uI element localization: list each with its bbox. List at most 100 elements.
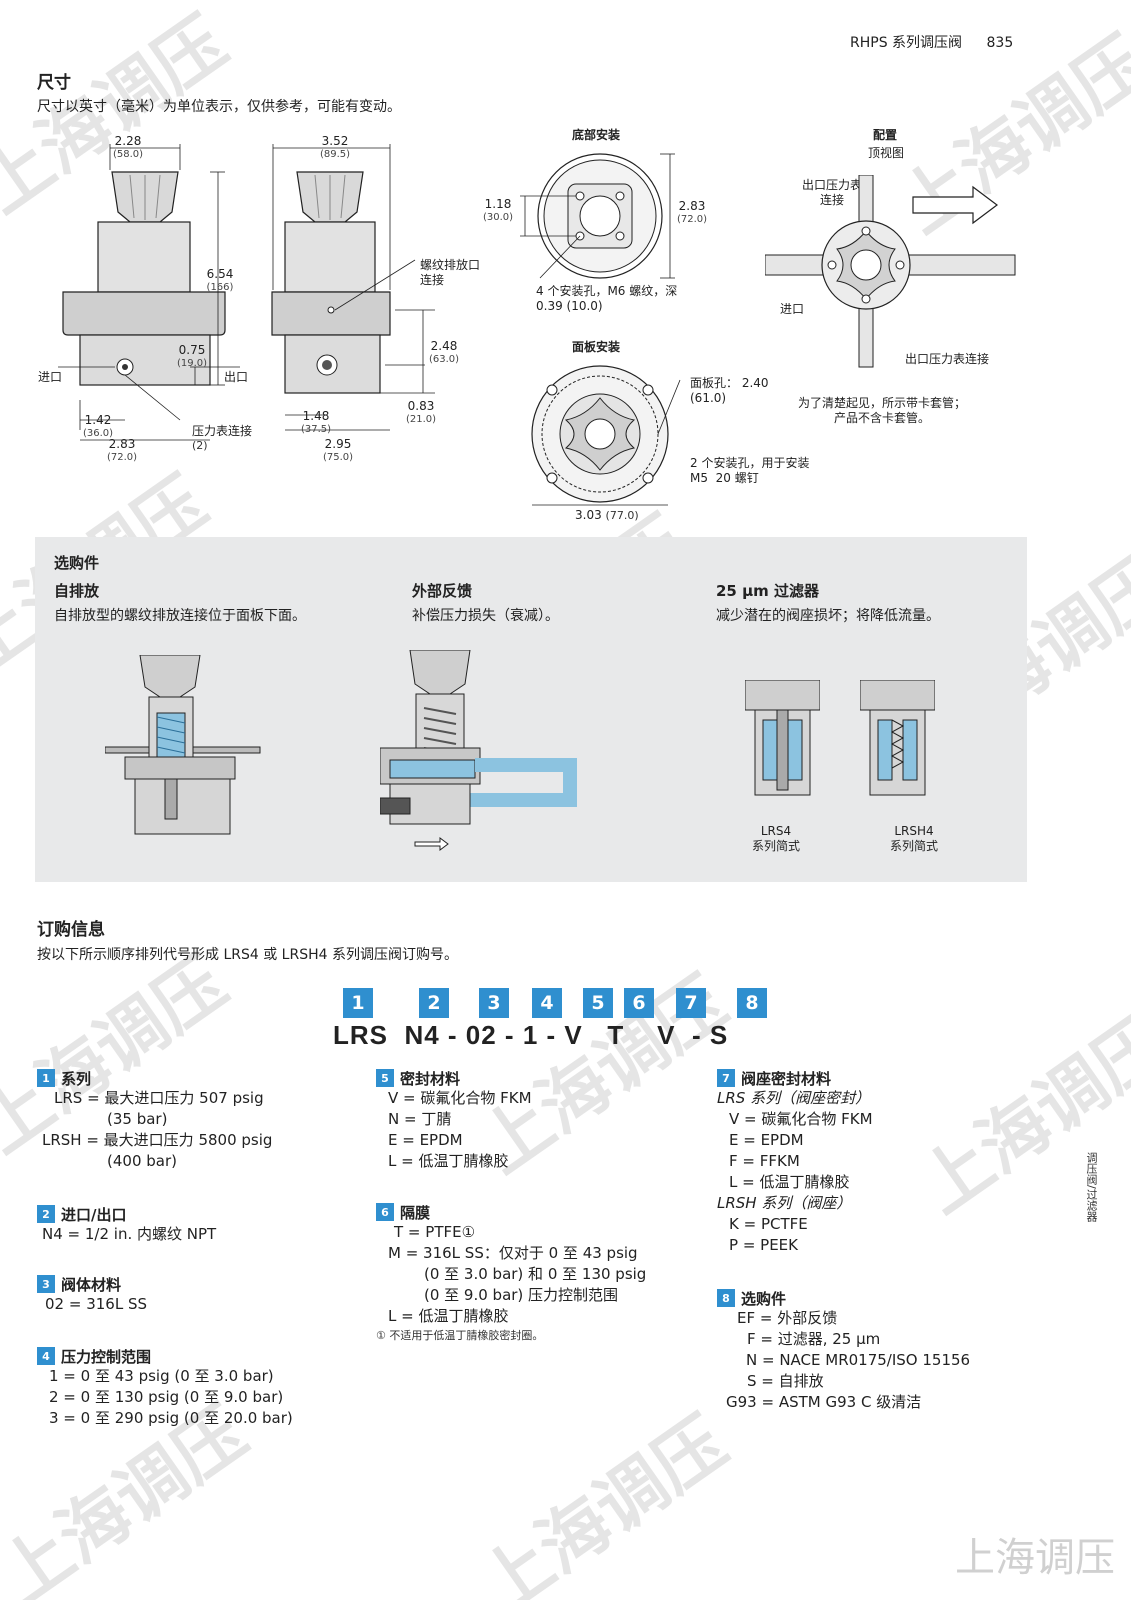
- dim-in: 2.95: [324, 437, 352, 451]
- dim-mm: (75.0): [322, 452, 354, 463]
- dim-0-75: 0.75 (19.0): [172, 344, 212, 370]
- section-head: 5 密封材料: [376, 1068, 532, 1088]
- code-box-6: 6: [624, 988, 654, 1018]
- option-line: N = NACE MR0175/ISO 15156: [746, 1351, 971, 1369]
- section-number-badge: 8: [717, 1289, 735, 1307]
- watermark-corner: 上海调压: [955, 1535, 1115, 1581]
- section-title: 系列: [61, 1069, 92, 1088]
- dim-in: 6.54: [206, 267, 234, 281]
- lrsh4-caption: LRSH4 系列简式: [890, 824, 939, 853]
- section-2-inlet-outlet: 2 进口/出口 N4 = 1/2 in. 内螺纹 NPT: [37, 1204, 216, 1245]
- section-head: 4 压力控制范围: [37, 1346, 293, 1366]
- ordering-subtitle: 按以下所示顺序排列代号形成 LRS4 或 LRSH4 系列调压阀订购号。: [37, 947, 458, 963]
- section-number-badge: 1: [37, 1069, 55, 1087]
- section-number-badge: 2: [37, 1205, 55, 1223]
- option-line: G93 = ASTM G93 C 级清洁: [726, 1393, 922, 1411]
- section-number-badge: 3: [37, 1275, 55, 1293]
- regulator-side-view: [271, 144, 435, 431]
- vent-connection-label: 螺纹排放口 连接: [420, 258, 481, 287]
- dim-in: 2.83: [678, 199, 706, 213]
- option-line: E = EPDM: [729, 1131, 804, 1149]
- configuration-top-view: [765, 175, 1016, 368]
- option-subhead: LRS 系列（阀座密封）: [717, 1089, 871, 1107]
- lrsh4-filter-cutaway: [860, 680, 935, 796]
- self-vent-cutaway: [105, 655, 261, 835]
- section-title: 密封材料: [400, 1069, 461, 1088]
- section-head: 3 阀体材料: [37, 1274, 147, 1294]
- dim-2-83: 2.83 (72.0): [102, 438, 142, 464]
- config-note: 为了清楚起见，所示带卡套管； 产品不含卡套管。: [798, 396, 967, 425]
- dimensions-subtitle: 尺寸以英寸（毫米）为单位表示，仅供参考，可能有变动。: [37, 99, 401, 115]
- section-7-seat-seal: 7 阀座密封材料 LRS 系列（阀座密封） V = 碳氟化合物 FKM E = …: [717, 1068, 873, 1256]
- option-line: LRSH = 最大进口压力 5800 psig: [42, 1131, 273, 1149]
- option-line: (35 bar): [107, 1110, 168, 1128]
- code-box-7: 7: [676, 988, 706, 1018]
- lrs4-filter-cutaway: [745, 680, 820, 796]
- section-head: 1 系列: [37, 1068, 272, 1088]
- dim-2-28: 2.28 (58.0): [103, 135, 153, 161]
- dim-1-48: 1.48 (37.5): [296, 410, 336, 436]
- outlet-gauge-label-2: 出口压力表连接: [905, 352, 990, 366]
- dim-mm: (37.5): [300, 424, 332, 435]
- ordering-title: 订购信息: [37, 920, 105, 940]
- panel-hole-label: 面板孔： 2.40 (61.0): [690, 376, 769, 405]
- option-self-vent: 自排放 自排放型的螺纹排放连接位于面板下面。: [54, 580, 306, 625]
- gauge-label: 压力表连接: [192, 424, 253, 438]
- options-title: 选购件: [54, 554, 100, 572]
- code-box-8: 8: [737, 988, 767, 1018]
- dim-mm: (30.0): [482, 212, 514, 223]
- section-title: 压力控制范围: [61, 1347, 152, 1366]
- dim-in: 1.18: [484, 197, 512, 211]
- dimensions-title: 尺寸: [37, 73, 71, 93]
- running-header: RHPS 系列调压阀 835: [850, 32, 1013, 52]
- bottom-mount-drawing: [520, 153, 675, 279]
- option-line: L = 低温丁腈橡胶: [388, 1152, 509, 1170]
- section-title: 进口/出口: [61, 1205, 127, 1224]
- dim-mm: (77.0): [605, 509, 639, 522]
- config-inlet-label: 进口: [780, 302, 805, 316]
- dim-in: 3.03: [575, 508, 602, 522]
- option-line: F = FFKM: [729, 1152, 800, 1170]
- dim-in: 2.28: [114, 134, 142, 148]
- option-line: E = EPDM: [388, 1131, 463, 1149]
- option-line: F = 过滤器, 25 μm: [747, 1330, 881, 1348]
- panel-mount-title: 面板安装: [572, 340, 621, 354]
- gauge-connection-label: 压力表连接 (2): [192, 424, 252, 452]
- code-box-2: 2: [419, 988, 449, 1018]
- section-head: 6 隔膜: [376, 1202, 646, 1222]
- dim-1-42: 1.42 (36.0): [78, 414, 118, 440]
- bm-dim-1-18: 1.18 (30.0): [478, 198, 518, 224]
- option-line: 2 = 0 至 130 psig (0 至 9.0 bar): [49, 1388, 284, 1406]
- dim-in: 2.83: [108, 437, 136, 451]
- option-line: V = 碳氟化合物 FKM: [729, 1110, 873, 1128]
- bm-dim-2-83: 2.83 (72.0): [672, 200, 712, 226]
- config-title: 配置: [873, 128, 898, 142]
- option-line: (400 bar): [107, 1152, 177, 1170]
- option-line: LRS = 最大进口压力 507 psig: [54, 1089, 264, 1107]
- option-line: V = 碳氟化合物 FKM: [388, 1089, 532, 1107]
- section-head: 7 阀座密封材料: [717, 1068, 873, 1088]
- option-line: EF = 外部反馈: [737, 1309, 838, 1327]
- section-1-series: 1 系列 LRS = 最大进口压力 507 psig (35 bar) LRSH…: [37, 1068, 272, 1172]
- code-box-1: 1: [343, 988, 373, 1018]
- option-line: L = 低温丁腈橡胶: [729, 1173, 850, 1191]
- dim-2-48: 2.48 (63.0): [424, 340, 464, 366]
- dim-mm: (89.5): [319, 149, 351, 160]
- dim-in: 1.48: [302, 409, 330, 423]
- section-number-badge: 7: [717, 1069, 735, 1087]
- dim-0-83: 0.83 (21.0): [401, 400, 441, 426]
- watermark: 上海调压: [464, 1401, 742, 1600]
- option-line: K = PCTFE: [729, 1215, 808, 1233]
- outlet-gauge-label: 出口压力表 连接: [802, 178, 863, 207]
- dim-in: 2.48: [430, 339, 458, 353]
- code-box-4: 4: [532, 988, 562, 1018]
- dim-mm: (63.0): [428, 354, 460, 365]
- dim-in: 0.75: [178, 343, 206, 357]
- dim-6-54: 6.54 (166): [200, 268, 240, 294]
- dim-mm: (72.0): [106, 452, 138, 463]
- option-line: M = 316L SS：仅对于 0 至 43 psig: [388, 1244, 638, 1262]
- dim-2-95: 2.95 (75.0): [318, 438, 358, 464]
- gauge-count: (2): [192, 439, 208, 452]
- section-6-diaphragm: 6 隔膜 T = PTFE① M = 316L SS：仅对于 0 至 43 ps…: [376, 1202, 646, 1342]
- order-code-example: LRS N4 - 02 - 1 - V T V - S: [333, 1020, 729, 1050]
